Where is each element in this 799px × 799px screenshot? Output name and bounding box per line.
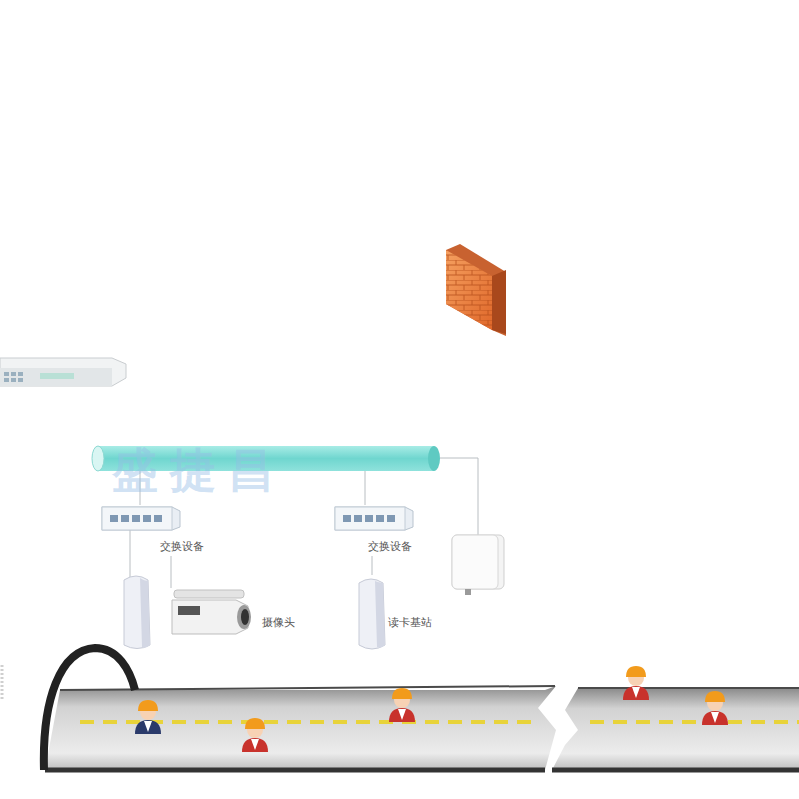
network-link [372, 556, 373, 575]
camera-icon [170, 588, 254, 636]
worker [389, 688, 415, 722]
worker [623, 666, 649, 700]
worker [135, 700, 161, 734]
worker [702, 691, 728, 725]
firewall-icon [446, 244, 506, 336]
worker [242, 718, 268, 752]
switch-icon [333, 503, 415, 531]
reader-station [124, 576, 150, 649]
antenna-panel [452, 535, 504, 595]
switch-device: 交换设备 [333, 503, 415, 556]
device-label: 摄像头 [262, 615, 295, 630]
watermark: 盛捷昌 [112, 440, 286, 502]
reader-station: 读卡基站 [355, 575, 434, 651]
device-label: 交换设备 [160, 539, 204, 554]
switch-icon [100, 503, 182, 531]
network-link [171, 556, 172, 588]
worker-figures [135, 666, 728, 752]
camera-device: 摄像头 [170, 588, 297, 636]
switch-device: 交换设备 [100, 503, 206, 556]
tunnel [2, 648, 799, 770]
device-label: 交换设备 [368, 539, 412, 554]
reader-icon [355, 575, 389, 651]
device-label: 读卡基站 [388, 615, 432, 630]
rack-server [0, 358, 126, 386]
